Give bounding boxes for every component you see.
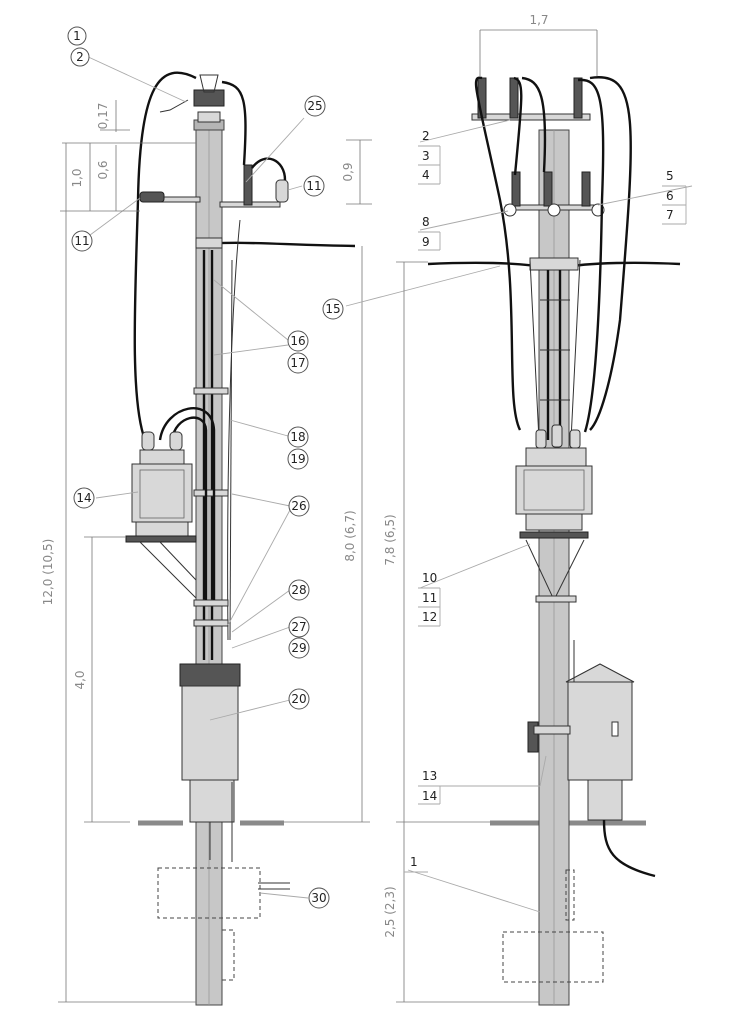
- callout-30: 30: [308, 887, 330, 909]
- svg-text:30: 30: [311, 891, 326, 905]
- top-crossarm-right: [471, 113, 591, 121]
- svg-text:1: 1: [410, 855, 418, 869]
- svg-text:25: 25: [307, 99, 322, 113]
- line-cable-left: [199, 241, 356, 248]
- drop-cable-right: [221, 80, 247, 166]
- foundation-right: [502, 931, 604, 983]
- svg-text:18: 18: [290, 430, 305, 444]
- tx-cable-left: [158, 407, 216, 600]
- boxed-labels-right: 2 3 4 5 6 7 8 9: [404, 129, 687, 873]
- cabinet-left: [179, 663, 241, 862]
- svg-text:3: 3: [422, 149, 430, 163]
- svg-text:5: 5: [666, 169, 674, 183]
- callout-25: 25: [304, 95, 326, 117]
- label-8-9: 8 9: [418, 215, 441, 251]
- label-1-right: 1: [404, 855, 428, 873]
- insulator-right-a: [243, 164, 289, 206]
- svg-text:12: 12: [422, 610, 437, 624]
- callout-28: 28: [288, 579, 310, 601]
- svg-text:8: 8: [422, 215, 430, 229]
- dim-1-7: 1,7: [529, 13, 548, 27]
- svg-text:11: 11: [422, 591, 437, 605]
- dim-0-9: 0,9: [341, 162, 355, 181]
- svg-text:11: 11: [306, 179, 321, 193]
- svg-text:2: 2: [422, 129, 430, 143]
- disconnector-a: [503, 203, 517, 217]
- dim-2-5: 2,5 (2,3): [383, 886, 397, 937]
- svg-text:2: 2: [76, 50, 84, 64]
- dims-left: [58, 100, 372, 1003]
- dim-7-8: 7,8 (6,5): [383, 514, 397, 565]
- dim-0-17: 0,17: [96, 103, 110, 130]
- svg-text:14: 14: [76, 491, 91, 505]
- svg-text:15: 15: [325, 302, 340, 316]
- callout-11-b: 11: [303, 175, 325, 197]
- svg-text:16: 16: [290, 334, 305, 348]
- label-10-11-12: 10 11 12: [418, 571, 441, 627]
- dim-0-6: 0,6: [96, 160, 110, 179]
- dim-8-0: 8,0 (6,7): [343, 510, 357, 561]
- svg-text:26: 26: [291, 499, 306, 513]
- svg-text:7: 7: [666, 208, 674, 222]
- svg-text:27: 27: [291, 620, 306, 634]
- callout-15: 15: [322, 298, 344, 320]
- label-2-3-4: 2 3 4: [418, 129, 441, 185]
- callout-11-a: 11: [71, 230, 93, 252]
- svg-text:1: 1: [73, 29, 81, 43]
- callout-16: 16: [287, 330, 309, 352]
- top-insulators-right: [477, 77, 583, 119]
- right-view: 1,7 7,8 (6,5) 2,5 (2,3) 2 3 4 5 6 7: [345, 13, 693, 1006]
- svg-text:13: 13: [422, 769, 437, 783]
- label-13-14: 13 14: [418, 769, 441, 805]
- callout-2: 2: [70, 47, 90, 67]
- svg-text:6: 6: [666, 189, 674, 203]
- insulator-left-a: [139, 191, 165, 203]
- svg-text:14: 14: [422, 789, 437, 803]
- callout-19: 19: [287, 448, 309, 470]
- top-insulator-left: [159, 74, 225, 123]
- callout-29: 29: [288, 637, 310, 659]
- dims-right: [396, 29, 598, 1003]
- svg-text:11: 11: [74, 234, 89, 248]
- callout-26: 26: [288, 495, 310, 517]
- callout-27: 27: [288, 616, 310, 638]
- dim-1-0: 1,0: [70, 168, 84, 187]
- svg-text:28: 28: [291, 583, 306, 597]
- svg-text:10: 10: [422, 571, 437, 585]
- svg-text:29: 29: [291, 641, 306, 655]
- label-5-6-7: 5 6 7: [662, 169, 687, 225]
- transformer-left: [131, 449, 193, 537]
- callout-17: 17: [287, 352, 309, 374]
- callout-14: 14: [73, 487, 95, 509]
- svg-text:4: 4: [422, 168, 430, 182]
- transformer-right: [515, 447, 593, 531]
- svg-text:20: 20: [291, 692, 306, 706]
- callout-20: 20: [288, 688, 310, 710]
- left-view: 0,17 1,0 0,6 0,9 12,0 (10,5) 4,0 8,0 (6,…: [41, 26, 372, 1006]
- svg-text:17: 17: [290, 356, 305, 370]
- dim-4-0: 4,0: [73, 670, 87, 689]
- platform-bracket-left: [125, 535, 197, 599]
- svg-text:19: 19: [290, 452, 305, 466]
- drop-cable-left: [133, 71, 197, 441]
- callout-1: 1: [67, 26, 87, 46]
- dim-12-0: 12,0 (10,5): [41, 539, 55, 606]
- disconnector-b: [547, 203, 561, 217]
- cabinet-right: [565, 640, 656, 878]
- svg-text:9: 9: [422, 235, 430, 249]
- callout-18: 18: [287, 426, 309, 448]
